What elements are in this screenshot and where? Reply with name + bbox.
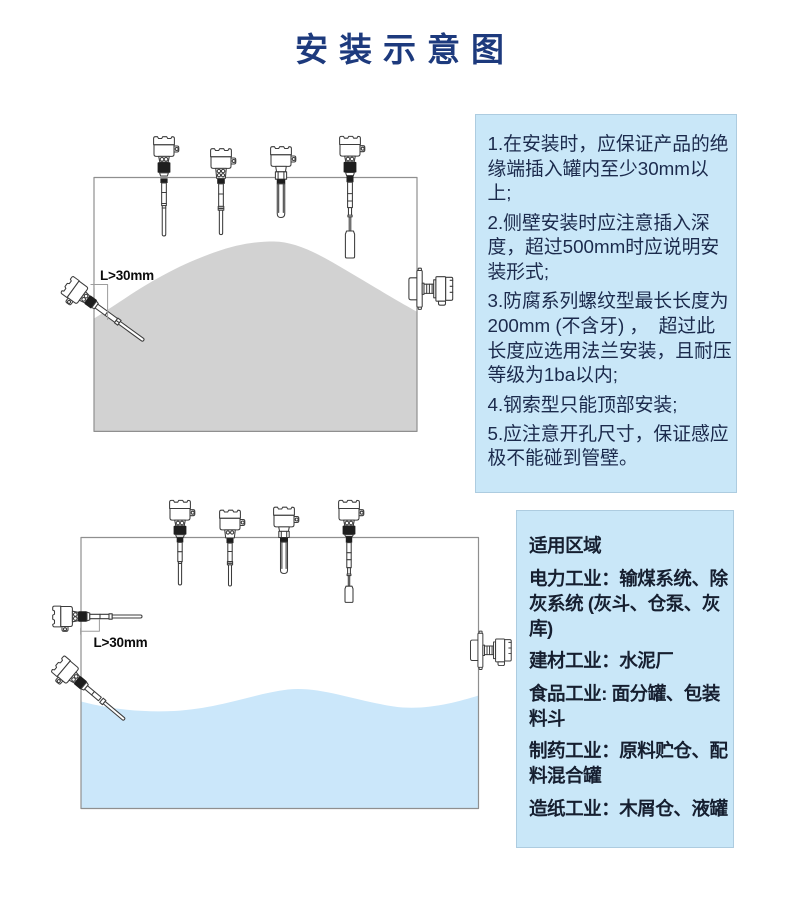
bottom-sensor-side-mounted [469, 630, 512, 670]
regions-heading: 适用区域 [529, 535, 602, 556]
region-line: 灰系统 (灰斗、仓泵、灰 [529, 592, 720, 614]
note-line: 2.侧壁安装时应注意插入深 [487, 211, 710, 233]
region-item-building: 建材工业：水泥厂 [529, 648, 729, 673]
top-dim-bracket [90, 281, 109, 320]
region-line: 制药工业：原料贮仓、配 [529, 740, 728, 762]
note-line: 5.应注意开孔尺寸，保证感应 [487, 422, 729, 444]
region-line: 造纸工业：木屑仓、液罐 [529, 797, 728, 819]
top-sensor-heavy-short [270, 146, 297, 219]
region-line: 库) [529, 617, 553, 639]
top-tank [57, 135, 454, 432]
bottom-sensor-rod-long [169, 499, 196, 586]
page-title: 安装示意图 [295, 31, 515, 68]
top-tank-material [94, 241, 417, 432]
region-item-power: 电力工业：输煤系统、除 灰系统 (灰斗、仓泵、灰 库) [529, 566, 729, 641]
note-line: 200mm (不含牙) ， 超过此 [487, 314, 715, 336]
note-item-3: 3.防腐系列螺纹型最长长度为 200mm (不含牙) ， 超过此 长度应选用法兰… [487, 289, 732, 388]
bottom-dim-label: L>30mm [93, 635, 148, 650]
top-sensor-rod-long [153, 136, 180, 237]
note-item-4: 4.钢索型只能顶部安装; [488, 393, 731, 418]
bottom-sensor-heavy-short [273, 506, 300, 575]
note-item-2: 2.侧壁安装时应注意插入深 度，超过500mm时应说明安 装形式; [488, 211, 731, 285]
note-line: 缘端插入罐内至少30mm以 [487, 157, 709, 179]
region-line: 料斗 [529, 707, 566, 729]
region-line: 食品工业: 面分罐、包装 [529, 682, 720, 704]
bottom-sensor-horizontal-side [52, 605, 143, 632]
application-regions-panel: 适用区域 电力工业：输煤系统、除 灰系统 (灰斗、仓泵、灰 库) 建材工业：水泥… [516, 510, 734, 848]
bottom-dim-bracket [80, 619, 100, 635]
note-line: 等级为1ba以内; [487, 364, 618, 386]
note-line: 4.钢索型只能顶部安装; [487, 393, 678, 415]
note-line: 极不能碰到管壁。 [487, 447, 638, 469]
top-sensor-side-mounted [408, 267, 454, 310]
top-sensor-cable-weight [339, 135, 366, 259]
note-item-1: 1.在安装时，应保证产品的绝 缘端插入罐内至少30mm以 上; [488, 132, 731, 206]
region-line: 料混合罐 [529, 765, 602, 787]
note-line: 3.防腐系列螺纹型最长长度为 [487, 290, 729, 312]
bottom-sensor-rod-plain [219, 509, 246, 587]
bottom-tank-liquid [81, 688, 479, 809]
note-line: 长度应选用法兰安装，且耐压 [487, 339, 732, 361]
region-item-pharma: 制药工业：原料贮仓、配 料混合罐 [529, 738, 729, 788]
bottom-sensor-angled-side [47, 654, 126, 721]
installation-notes-panel: 1.在安装时，应保证产品的绝 缘端插入罐内至少30mm以 上; 2.侧壁安装时应… [475, 114, 737, 493]
region-line: 建材工业：水泥厂 [529, 650, 674, 672]
top-dim-label: L>30mm [100, 268, 154, 283]
region-item-food: 食品工业: 面分罐、包装 料斗 [529, 681, 729, 731]
region-item-paper: 造纸工业：木屑仓、液罐 [529, 796, 729, 821]
note-line: 装形式; [487, 261, 550, 283]
note-line: 上; [487, 182, 512, 204]
top-sensor-rod-plain [210, 148, 237, 236]
note-line: 度，超过500mm时应说明安 [487, 236, 720, 258]
region-line: 电力工业：输煤系统、除 [529, 567, 728, 589]
note-line: 1.在安装时，应保证产品的绝 [487, 133, 729, 154]
bottom-tank [47, 499, 512, 810]
bottom-sensor-cable-weight [338, 499, 365, 603]
note-item-5: 5.应注意开孔尺寸，保证感应 极不能碰到管壁。 [488, 422, 731, 471]
